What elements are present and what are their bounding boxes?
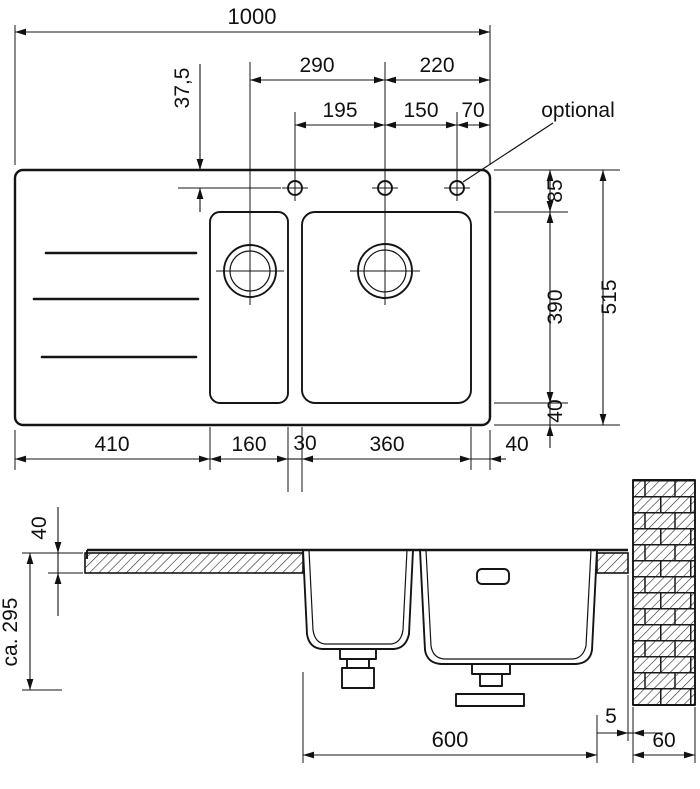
dim-label-70: 70 [461,99,484,122]
dim-label-220: 220 [419,54,454,77]
optional-label: optional [541,99,615,122]
sink-outline [13,168,492,427]
dim-overall-width: 1000 [14,4,491,165]
section-view: 40 ca. 295 5 600 60 [0,479,696,763]
dim-base-width: 600 [302,672,598,763]
dim-bottom-chain: 410 160 30 360 40 [14,427,529,492]
dim-label-37-5: 37,5 [171,68,194,109]
dim-wall-thickness: 60 [633,707,696,763]
dim-label-30: 30 [293,432,316,455]
dim-label-5: 5 [605,705,617,728]
dim-label-390: 390 [544,289,567,324]
dim-label-worktop-40: 40 [28,516,51,539]
dim-label-60: 60 [652,729,675,752]
countertop [84,552,629,574]
small-bowl [209,211,289,404]
dim-right-side: 85 390 40 515 [494,169,621,448]
dim-label-85: 85 [544,179,567,202]
dim-label-600: 600 [432,727,469,752]
dim-label-40-right: 40 [544,399,567,422]
dim-195-150-70: 195 150 70 optional [294,99,615,183]
top-view: 1000 290 220 195 150 70 optional [13,4,621,492]
dim-label-195: 195 [322,99,357,122]
dim-label-overall-width: 1000 [228,4,277,29]
small-bowl-section [302,549,414,650]
main-bowl-trap [455,663,525,707]
dim-37-5: 37,5 [171,64,281,212]
overflow-opening [476,568,510,585]
tap-holes [282,175,470,201]
optional-leader-line [462,122,554,183]
small-bowl-trap [339,648,377,689]
dim-installation-depth: ca. 295 [0,553,62,691]
dim-label-150: 150 [403,99,438,122]
dim-label-515: 515 [598,279,621,314]
dim-label-360: 360 [369,433,404,456]
dim-label-410: 410 [94,433,129,456]
dim-290-220: 290 220 [249,54,490,305]
main-bowl-section [419,549,598,665]
dim-label-290: 290 [299,54,334,77]
dim-label-160: 160 [231,433,266,456]
dim-worktop-thickness: 40 [22,507,83,616]
dim-label-40-bottom: 40 [505,433,528,456]
main-bowl [301,211,472,404]
dim-label-ca-295: ca. 295 [0,598,22,667]
drainboard-grooves [32,251,200,359]
brick-wall [632,479,696,706]
